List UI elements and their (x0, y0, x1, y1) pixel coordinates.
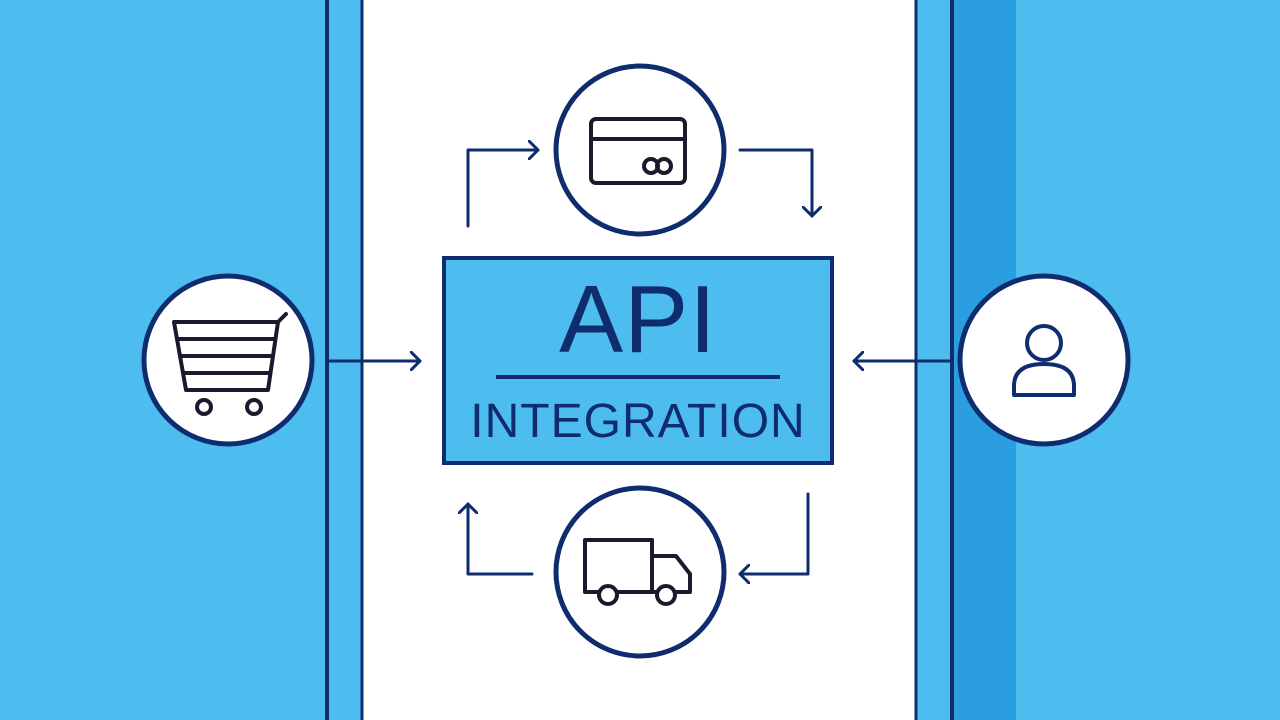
delivery-node (553, 485, 727, 659)
diagram-subtitle: INTEGRATION (470, 395, 806, 448)
arrow-from-payment (738, 148, 812, 218)
arrow-to-delivery (738, 492, 810, 574)
cart-node (141, 273, 315, 447)
user-icon (1012, 324, 1076, 397)
diagram-title: API (559, 266, 717, 373)
shopping-cart-icon (172, 312, 288, 416)
credit-card-icon (589, 117, 687, 185)
payment-node (553, 63, 727, 237)
delivery-truck-icon (583, 538, 692, 606)
api-hub-box (442, 256, 834, 465)
arrow-to-payment (466, 150, 540, 228)
user-node (957, 273, 1131, 447)
arrow-from-delivery (468, 502, 534, 576)
